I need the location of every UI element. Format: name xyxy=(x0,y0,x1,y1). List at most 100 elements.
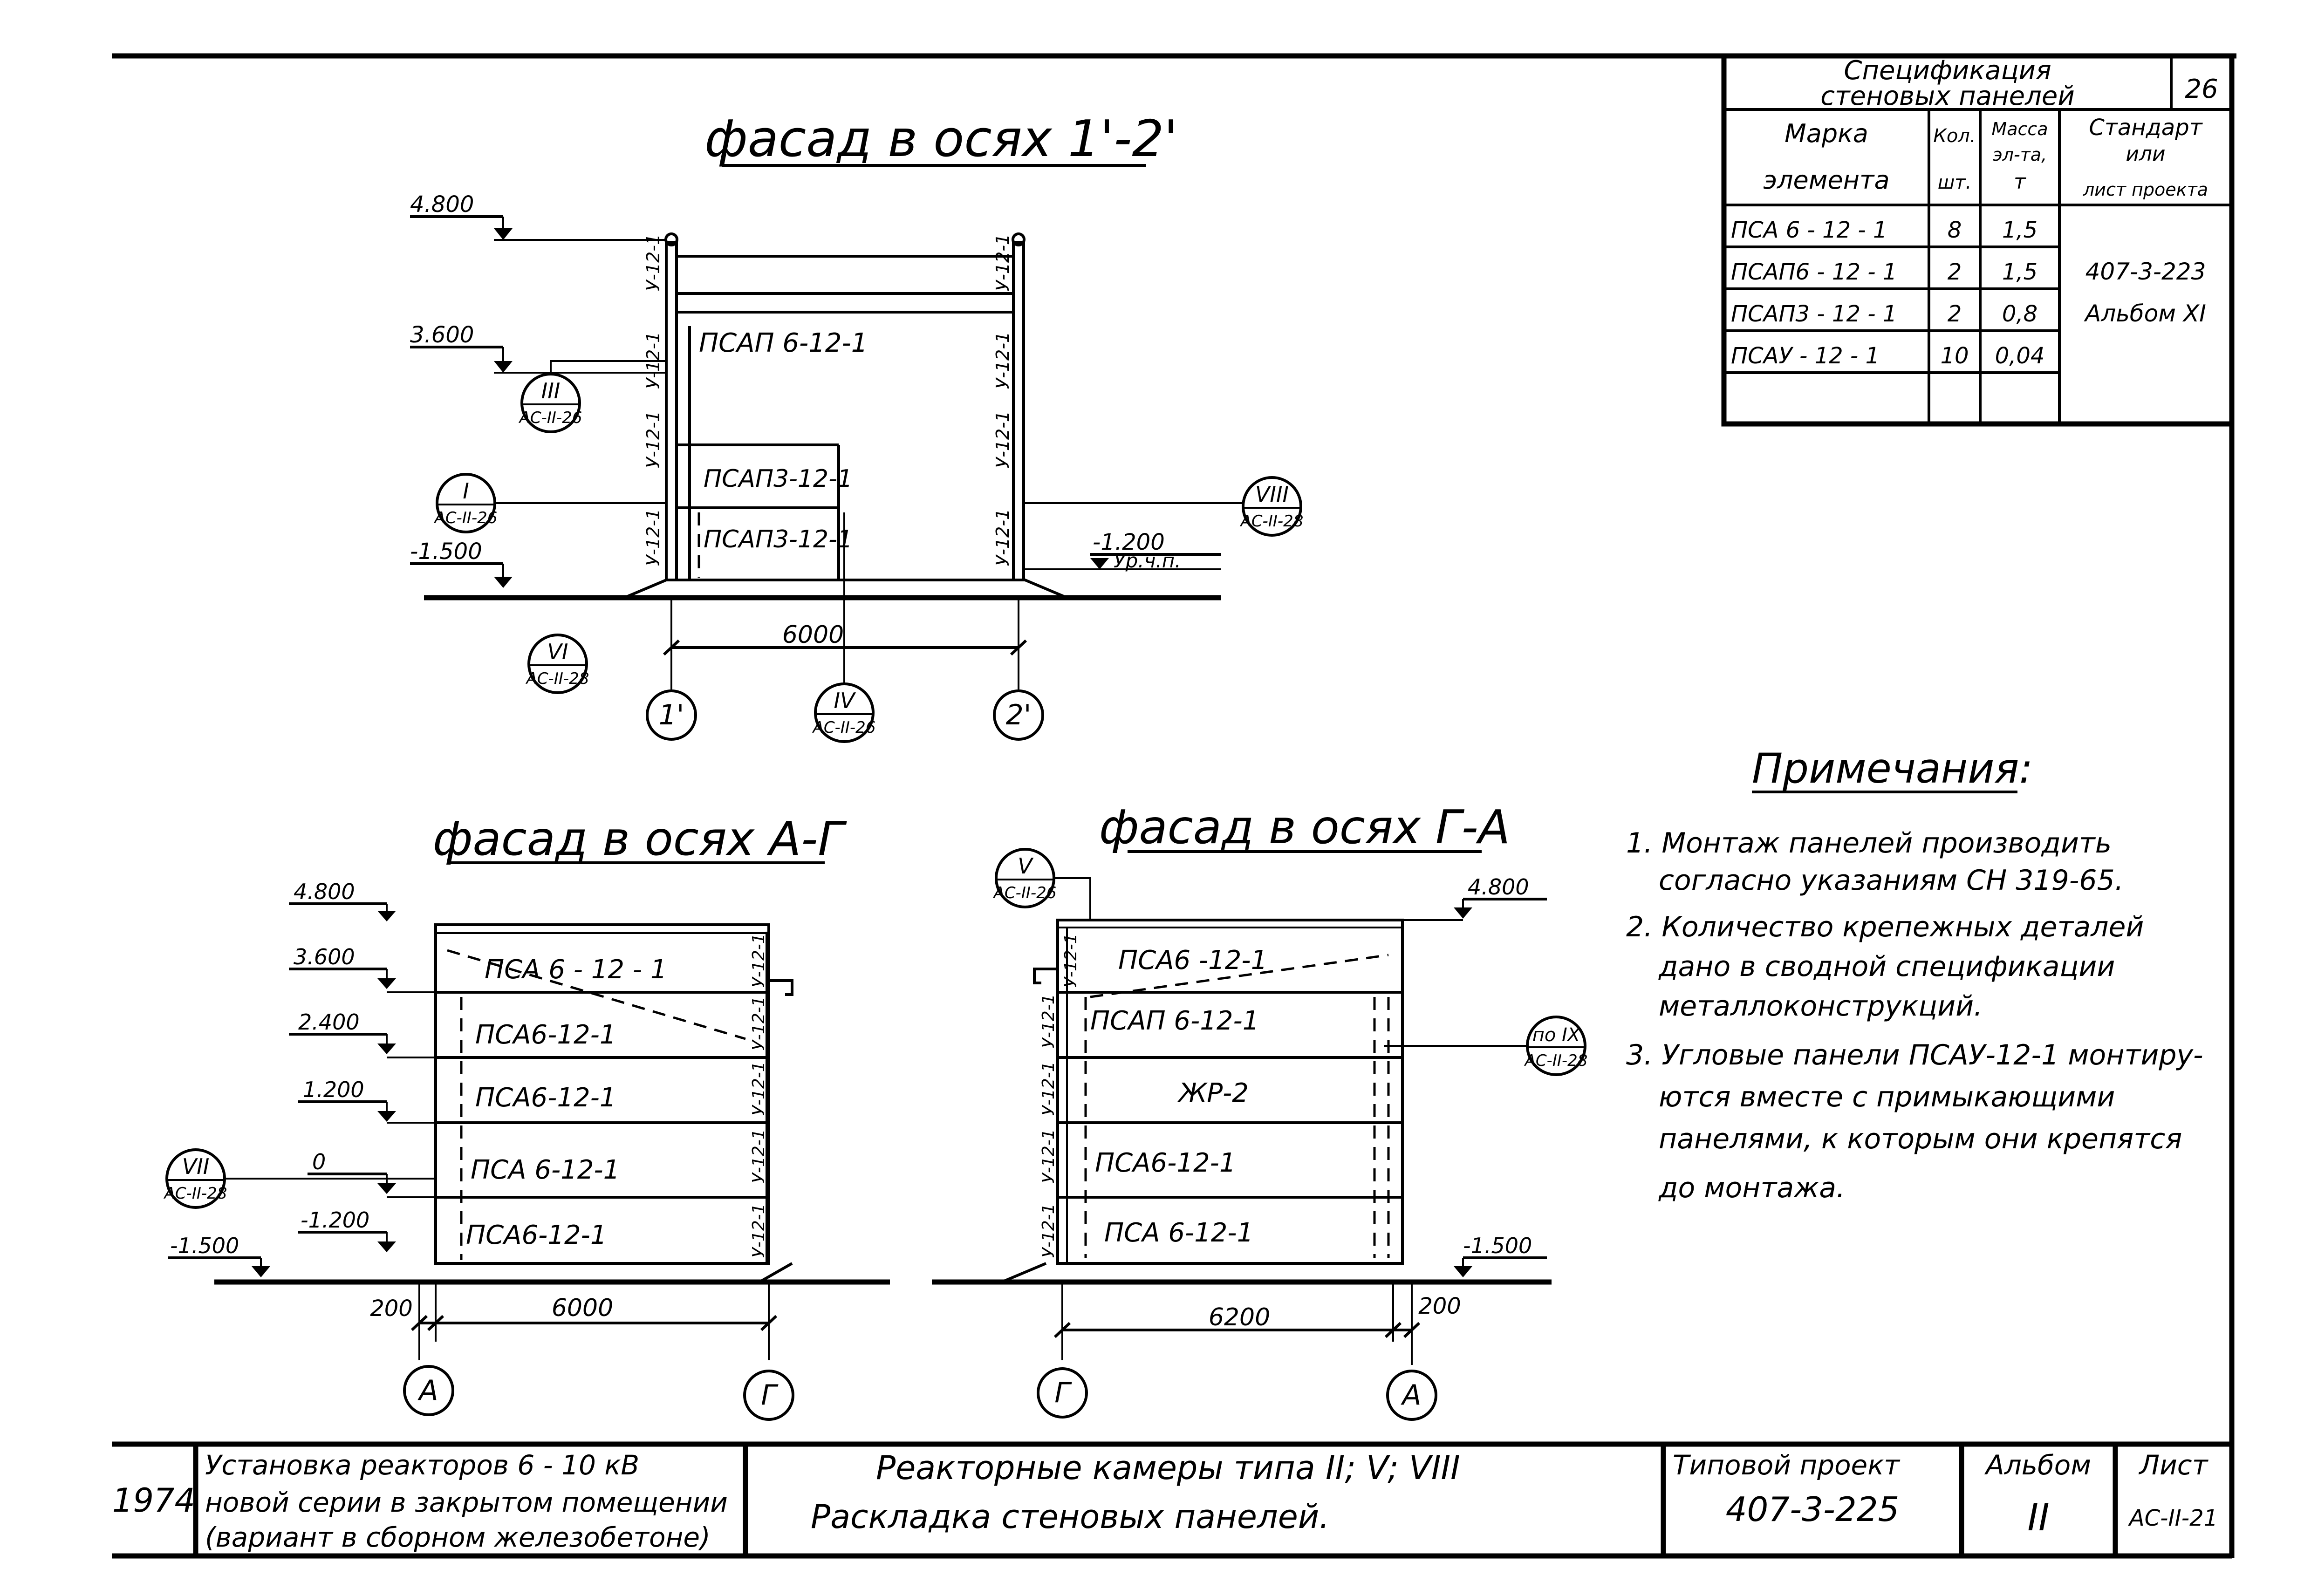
spec-row-qty: 2 xyxy=(1948,259,1962,285)
section-callout xyxy=(1242,476,1302,537)
stamp-album-value: II xyxy=(2027,1496,2049,1539)
spec-row-mass: 1,5 xyxy=(2002,259,2038,285)
facade2-panel-label: ПСА 6 - 12 - 1 xyxy=(485,955,667,985)
spec-header-mass3: т xyxy=(2014,170,2026,194)
facade3-dimension: 6200 xyxy=(1209,1303,1270,1331)
axis-bubble xyxy=(1037,1367,1088,1419)
notes-block: Примечания: 1. Монтаж панелей производит… xyxy=(1626,744,2203,1204)
notes-title: Примечания: xyxy=(1752,744,2033,792)
facade2-corner-label: У-12-1 xyxy=(749,933,768,988)
axis-bubble xyxy=(743,1370,794,1421)
facade3-corner-label: У-12-1 xyxy=(1039,1061,1058,1116)
facade2-level-mark: 1.200 xyxy=(303,1077,364,1102)
note-line: ются вместе с примыкающими xyxy=(1659,1081,2115,1113)
facade1-corner-label: У-12-1 xyxy=(643,509,663,566)
facade3-axis-label: А xyxy=(1400,1379,1421,1412)
facade2-corner-label: У-12-1 xyxy=(749,996,768,1050)
facade3-level-mark: -1.500 xyxy=(1463,1233,1532,1258)
facade1-axis-label: 1' xyxy=(659,699,684,731)
spec-row-mark: ПСА 6 - 12 - 1 xyxy=(1731,217,1887,243)
axis-bubble xyxy=(993,689,1044,741)
facade2-corner-label: У-12-1 xyxy=(749,1061,768,1116)
stamp-project-value: 407-3-225 xyxy=(1726,1490,1900,1529)
facade1-corner-label: У-12-1 xyxy=(643,411,663,468)
callout-number: VI xyxy=(547,639,568,664)
spec-row-qty: 2 xyxy=(1948,301,1962,327)
callout-number: VIII xyxy=(1255,482,1289,507)
stamp-sheet-value: АС-II-21 xyxy=(2128,1505,2218,1531)
facade2-dimension: 200 xyxy=(370,1296,413,1322)
facade1-corner-label: У-12-1 xyxy=(643,234,663,291)
facade1-level-mark: -1.200 xyxy=(1093,529,1165,555)
axis-bubble xyxy=(646,689,697,741)
callout-number: I xyxy=(463,478,469,504)
facade2-axis-label: А xyxy=(417,1374,438,1407)
facade1-dimension: 6000 xyxy=(782,621,844,649)
stamp-desc-line: (вариант в сборном железобетоне) xyxy=(205,1521,711,1553)
spec-row-mark: ПСАП3 - 12 - 1 xyxy=(1731,301,1897,327)
facade2-corner-label: У-12-1 xyxy=(749,1129,768,1183)
note-line: панелями, к которым они крепятся xyxy=(1659,1123,2182,1155)
facade1-floor-level: Ур.ч.п. xyxy=(1114,549,1181,572)
callout-reference: АС-II-26 xyxy=(812,718,876,737)
facade2-level-mark: 0 xyxy=(312,1149,326,1174)
facade1-level-mark: 4.800 xyxy=(410,191,474,218)
stamp-album-label: Альбом xyxy=(1984,1449,2091,1481)
facade3-corner-label: У-12-1 xyxy=(1039,1129,1058,1183)
spec-row-mass: 0,8 xyxy=(2002,301,2038,327)
axis-bubble xyxy=(1386,1370,1437,1421)
spec-title-line1: Спецификация xyxy=(1844,55,2051,86)
facade1-corner-label: У-12-1 xyxy=(992,234,1013,291)
facade3-panel-label: ПСА 6-12-1 xyxy=(1104,1218,1253,1248)
stamp-year: 1974 xyxy=(112,1481,195,1520)
note-line: согласно указаниям СН 319-65. xyxy=(1659,864,2124,897)
spec-header-qty: Кол. xyxy=(1933,125,1976,147)
facade2-panel-label: ПСА6-12-1 xyxy=(475,1020,616,1050)
spec-sheet-number: 26 xyxy=(2185,74,2218,104)
facade2-panel-label: ПСА6-12-1 xyxy=(466,1220,607,1250)
facade1-axis-label: 2' xyxy=(1006,699,1032,731)
note-line: 3. Угловые панели ПСАУ-12-1 монтиру- xyxy=(1626,1039,2203,1071)
facade2-level-mark: 4.800 xyxy=(294,879,355,904)
stamp-drawing-title: Реакторные камеры типа II; V; VIII xyxy=(876,1449,1460,1487)
facade1-corner-label: У-12-1 xyxy=(992,509,1013,566)
note-line: до монтажа. xyxy=(1658,1172,1845,1204)
stamp-drawing-subtitle: Раскладка стеновых панелей. xyxy=(811,1498,1330,1536)
facade1-panel-label: ПСАП 6-12-1 xyxy=(699,328,868,358)
spec-row-mass: 1,5 xyxy=(2002,217,2038,243)
facade1-panel-label: ПСАП3-12-1 xyxy=(704,525,853,553)
callout-number: VII xyxy=(182,1154,210,1179)
spec-row-mass: 0,04 xyxy=(1995,343,2045,369)
spec-row-mark: ПСАУ - 12 - 1 xyxy=(1731,343,1880,369)
facade3-panel-label: ПСА6-12-1 xyxy=(1095,1148,1236,1178)
facade3-panel-label: ПСА6 -12-1 xyxy=(1118,945,1267,975)
facade2-title: фасад в осях А-Г xyxy=(433,812,847,866)
facade1-panel-label: ПСАП3-12-1 xyxy=(704,465,853,493)
spec-row-mark: ПСАП6 - 12 - 1 xyxy=(1731,259,1897,285)
spec-header-std3: лист проекта xyxy=(2083,179,2208,200)
facade3-dimension: 200 xyxy=(1418,1293,1461,1319)
axis-bubble xyxy=(403,1365,454,1416)
spec-row-qty: 10 xyxy=(1940,343,1969,369)
spec-header-mark: Марка xyxy=(1785,119,1868,148)
spec-standard-value: 407-3-223 xyxy=(2085,258,2206,285)
stamp-sheet-label: Лист xyxy=(2139,1449,2209,1481)
note-line: металлоконструкций. xyxy=(1659,990,1983,1023)
facade1-title: фасад в осях 1'-2' xyxy=(704,110,1178,168)
spec-header-std: Стандарт xyxy=(2089,115,2203,141)
stamp-project-label: Типовой проект xyxy=(1673,1449,1901,1481)
spec-standard-album: Альбом XI xyxy=(2084,300,2206,327)
spec-header-mark2: элемента xyxy=(1763,165,1889,195)
callout-reference: АС-II-26 xyxy=(519,409,582,427)
stamp-desc-line: Установка реакторов 6 - 10 кВ xyxy=(205,1449,639,1481)
facade1-level-mark: -1.500 xyxy=(410,539,482,565)
facade1-corner-label: У-12-1 xyxy=(992,411,1013,468)
facade1-corner-label: У-12-1 xyxy=(992,332,1013,389)
facade2-corner-label: У-12-1 xyxy=(749,1203,768,1258)
spec-table: Спецификация стеновых панелей 26 Марка э… xyxy=(1721,53,2235,427)
section-callout xyxy=(527,634,588,694)
facade-g-a: фасад в осях Г-А ПСА6 -12-1 ПСАП 6-12-1 … xyxy=(932,800,1587,1421)
spec-header-mass: Масса xyxy=(1991,119,2048,139)
facade3-title: фасад в осях Г-А xyxy=(1099,800,1510,854)
